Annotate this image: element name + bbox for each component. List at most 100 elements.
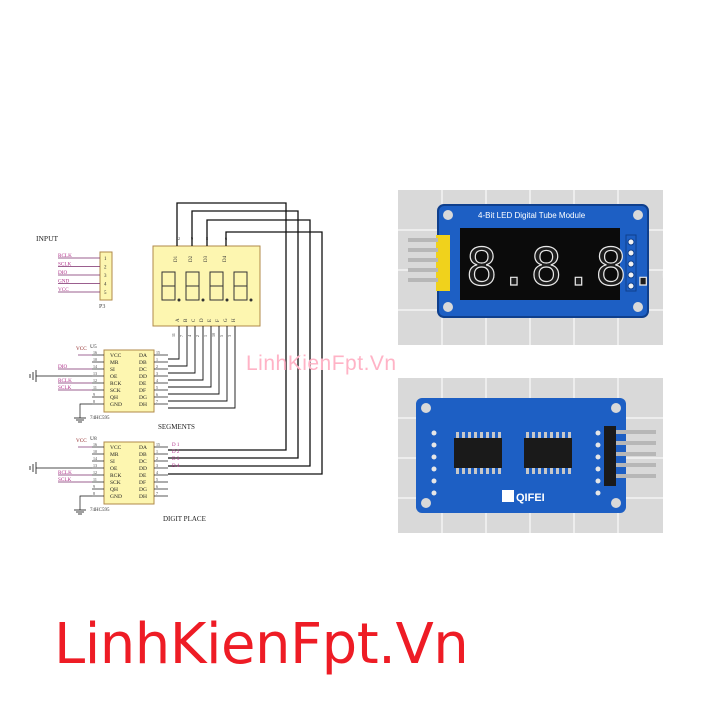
chip-part: 74HC595 bbox=[90, 416, 110, 421]
chip-pin-left: VCC bbox=[110, 445, 122, 451]
display-segment-pin: 1 bbox=[203, 335, 208, 337]
led-digits: 8.8.8.8. bbox=[466, 238, 663, 298]
chip-pin-number: 13 bbox=[93, 463, 97, 468]
segment-wire bbox=[168, 326, 196, 374]
segment-wire bbox=[168, 326, 220, 395]
chip-pin-right: DF bbox=[139, 388, 146, 394]
chip-pin-right: DF bbox=[139, 480, 146, 486]
chip-output-label: D 1 bbox=[172, 443, 180, 448]
chip-pin-number: 2 bbox=[156, 364, 158, 369]
chip-pin-left: SCK bbox=[110, 480, 121, 486]
chip-input-label: VCC bbox=[76, 438, 87, 444]
chip-pin-number: 15 bbox=[156, 350, 160, 355]
chip-pin-left: VCC bbox=[110, 353, 122, 359]
display-segment-pin: 5 bbox=[219, 335, 224, 337]
connector-pin-number: 4 bbox=[104, 283, 107, 288]
chip-pin-number: 8 bbox=[93, 491, 95, 496]
segment-wire bbox=[168, 326, 228, 402]
chip-pin-right: DH bbox=[139, 402, 147, 408]
display-segment-letter: D bbox=[200, 318, 205, 322]
chip-pin-right: DA bbox=[139, 353, 147, 359]
display-segment-pin: 2 bbox=[195, 335, 200, 337]
chip-pin-number: 4 bbox=[156, 378, 158, 383]
chip-pin-right: DD bbox=[139, 374, 147, 380]
ic-left bbox=[454, 438, 502, 468]
qifei-logo-mark bbox=[502, 490, 514, 502]
chip-pin-right: DB bbox=[139, 452, 147, 458]
chip-pin-number: 16 bbox=[93, 350, 97, 355]
chip-part: 74HC595 bbox=[90, 508, 110, 513]
digit-wire bbox=[168, 210, 299, 459]
chip-pin-left: SCK bbox=[110, 388, 121, 394]
chip-pin-number: 2 bbox=[156, 456, 158, 461]
chip-output-label: D 4 bbox=[172, 464, 180, 469]
display-segment-pin: 7 bbox=[179, 335, 184, 337]
display-segment-letter: B bbox=[184, 318, 189, 322]
chip-pin-right: DB bbox=[139, 360, 147, 366]
chip-pin-right: DD bbox=[139, 466, 147, 472]
chip-pin-number: 7 bbox=[156, 399, 158, 404]
chip-pin-right: DE bbox=[139, 381, 147, 387]
chip-pin-number: 9 bbox=[93, 484, 95, 489]
display-segment-letter: E bbox=[208, 319, 213, 322]
display-segment-letter: A bbox=[176, 318, 181, 322]
connector-pin-number: 5 bbox=[104, 291, 107, 296]
display-digit bbox=[233, 271, 253, 302]
segments-label: SEGMENTS bbox=[158, 423, 195, 431]
chip-pin-number: 14 bbox=[93, 456, 97, 461]
chip-pin-number: 3 bbox=[156, 371, 158, 376]
header-connector bbox=[436, 235, 450, 291]
ground-wire bbox=[79, 495, 92, 510]
connector-pin-number: 3 bbox=[104, 274, 107, 279]
chip-pin-left: RCK bbox=[110, 381, 121, 387]
display-segment-letter: G bbox=[224, 318, 229, 322]
segment-wire bbox=[168, 326, 188, 367]
segment-wire bbox=[168, 326, 204, 381]
digit-wires bbox=[168, 202, 323, 475]
connector-pin-number: 2 bbox=[104, 266, 107, 271]
digit-place-label: DIGIT PLACE bbox=[163, 515, 206, 523]
input-label: INPUT bbox=[36, 234, 59, 243]
chip-pin-number: 10 bbox=[93, 449, 97, 454]
chip-pin-left: MR bbox=[110, 360, 119, 366]
connector-ref: P3 bbox=[99, 304, 105, 310]
chip-input-label: SCLK bbox=[58, 477, 72, 483]
display-segment-letter: H bbox=[232, 318, 237, 322]
chip-input-label: RCLK bbox=[58, 378, 72, 384]
module-front-photo: 4-Bit LED Digital Tube Module 8.8.8.8. bbox=[398, 190, 663, 345]
chip-input-label: VCC bbox=[76, 346, 87, 352]
chip-pin-right: DG bbox=[139, 395, 147, 401]
chip-pin-left: OE bbox=[110, 374, 118, 380]
display-digit bbox=[161, 271, 181, 302]
display-digit-pin: 12 bbox=[176, 236, 180, 241]
connector-signal-label: RCLK bbox=[58, 253, 72, 259]
chip-output-label: D 3 bbox=[172, 457, 180, 462]
connector-signal-label: VCC bbox=[58, 287, 69, 293]
module-back-pcb bbox=[416, 398, 626, 513]
display-segment-pin: 11 bbox=[171, 333, 176, 337]
brand-text: LinhKienFpt.Vn bbox=[54, 612, 469, 677]
chip-pin-left: SI bbox=[110, 367, 115, 373]
display-digit-label: D3 bbox=[204, 255, 209, 262]
chip-pin-number: 13 bbox=[93, 371, 97, 376]
display-segment-pin: 10 bbox=[211, 333, 216, 337]
display-digit-glyphs bbox=[161, 271, 253, 302]
chip-pin-left: OE bbox=[110, 466, 118, 472]
chip-pin-right: DG bbox=[139, 487, 147, 493]
chip-ref: U5 bbox=[90, 344, 97, 350]
digit-wire bbox=[168, 202, 287, 451]
chip-pin-number: 7 bbox=[156, 491, 158, 496]
chip-input-label: DIO bbox=[58, 364, 67, 370]
chip-pin-right: DE bbox=[139, 473, 147, 479]
chip-pin-number: 12 bbox=[93, 378, 97, 383]
connector-p3 bbox=[99, 251, 113, 301]
segment-wires bbox=[168, 326, 236, 409]
chip-pin-number: 9 bbox=[93, 392, 95, 397]
chip-pin-number: 4 bbox=[156, 470, 158, 475]
chip-pin-right: DA bbox=[139, 445, 147, 451]
chip-pin-number: 12 bbox=[93, 470, 97, 475]
chip-pin-number: 1 bbox=[156, 357, 158, 362]
